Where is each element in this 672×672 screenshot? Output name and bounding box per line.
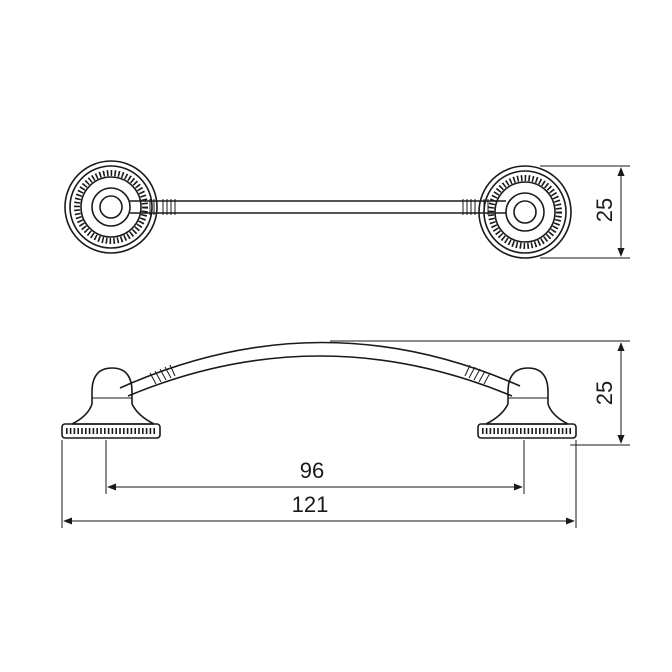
side-view: 25 96 121	[61, 340, 630, 528]
side-height-dimension: 25	[330, 340, 630, 446]
arched-handle	[119, 341, 521, 397]
side-height-label: 25	[592, 381, 617, 405]
left-foot	[61, 367, 161, 439]
top-view: 25	[64, 160, 630, 259]
overall-length-label: 121	[292, 492, 329, 517]
right-foot	[477, 367, 577, 439]
center-distance-label: 96	[300, 458, 324, 483]
overall-length-dimension: 121	[61, 440, 577, 528]
handle-bar-top	[130, 199, 506, 215]
right-rosette	[478, 165, 572, 259]
center-distance-dimension: 96	[105, 440, 525, 494]
top-height-dimension: 25	[540, 165, 630, 259]
top-height-label: 25	[592, 198, 617, 222]
left-rosette	[64, 160, 158, 254]
